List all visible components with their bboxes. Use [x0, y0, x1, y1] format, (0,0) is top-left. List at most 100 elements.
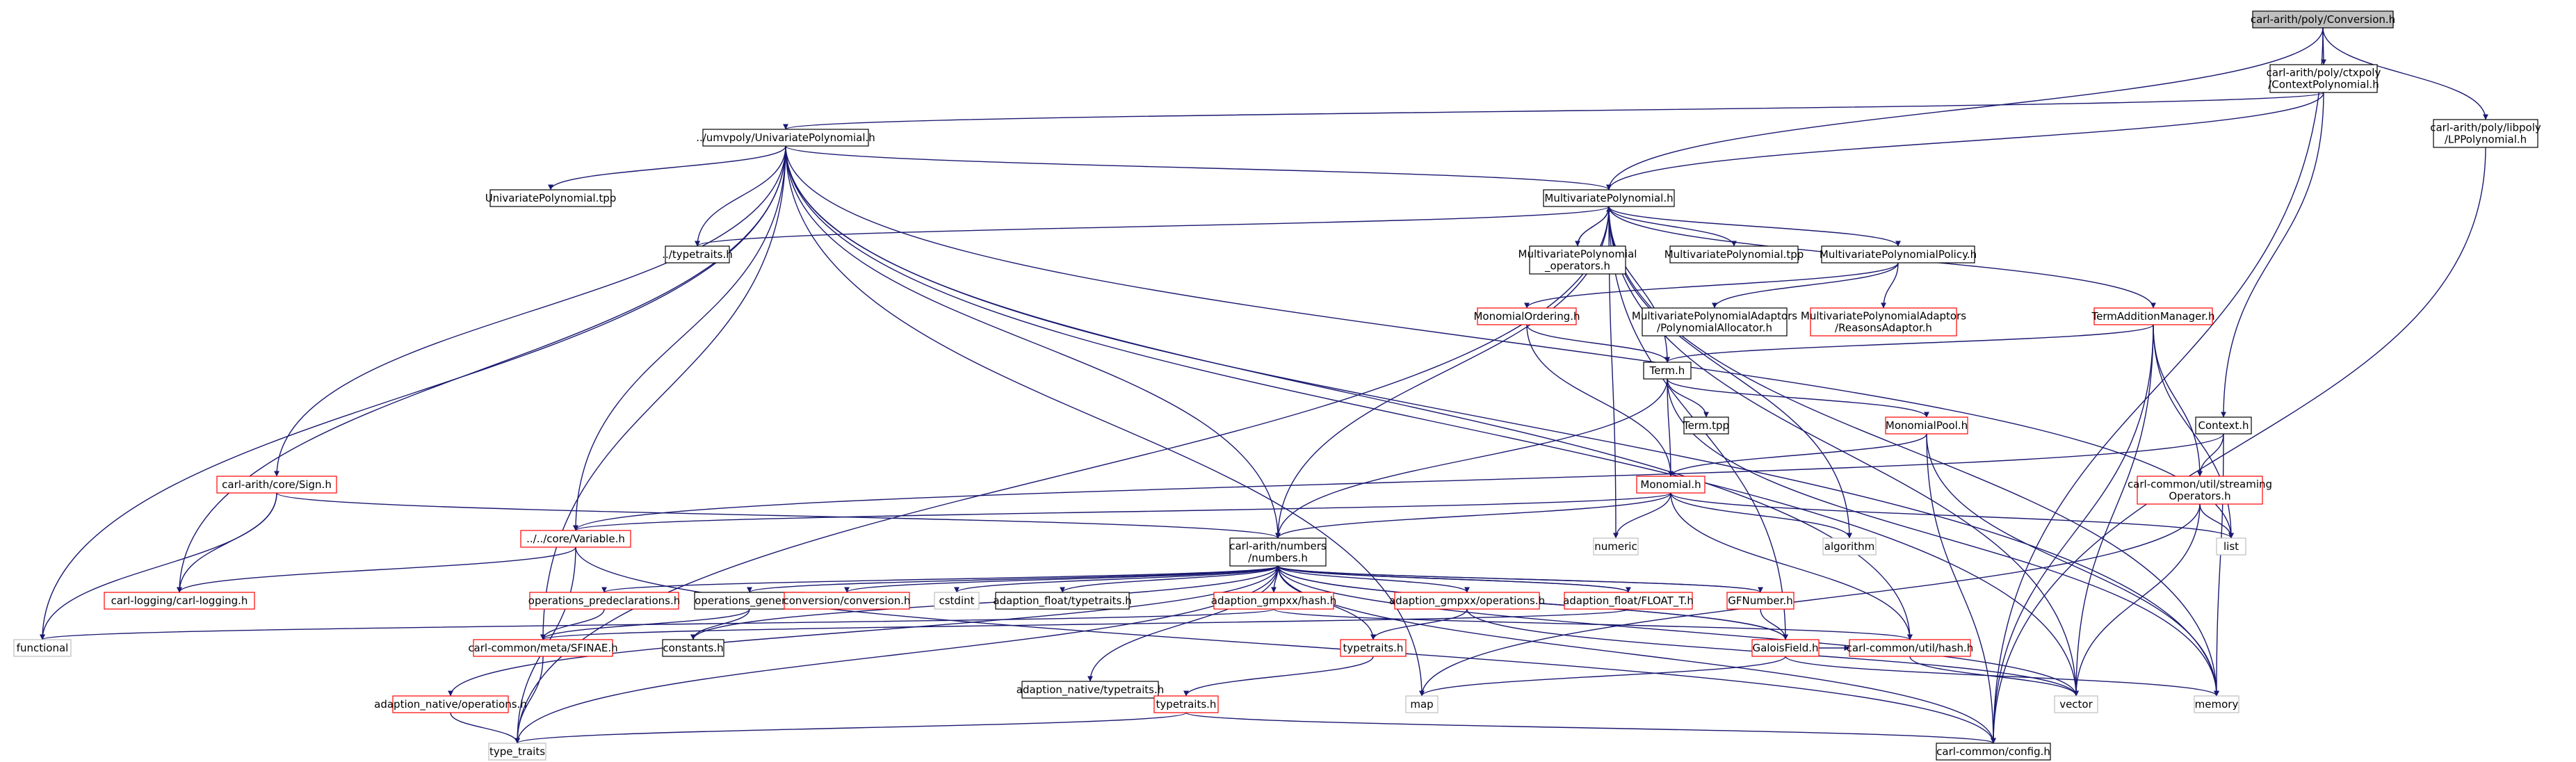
node-n8[interactable]: MultivariatePolynomial.tpp	[1664, 245, 1804, 264]
node-label: Operators.h	[2169, 490, 2230, 503]
include-edge-n9-n12	[1881, 262, 1899, 309]
include-edge-n20-n25	[1670, 492, 2234, 539]
node-label: type_traits	[489, 745, 545, 759]
node-n5[interactable]: UnivariatePolynomial.tpp	[485, 189, 617, 207]
node-n40[interactable]: carl-common/util/hash.h	[1847, 639, 1974, 657]
node-box	[1810, 307, 1957, 337]
node-n37[interactable]: carl-common/meta/SFINAE.h	[468, 639, 618, 657]
node-label: GFNumber.h	[1728, 594, 1792, 607]
node-label: Monomial.h	[1640, 478, 1701, 491]
include-edge-n3-n36	[40, 145, 786, 640]
node-label: carl-arith/numbers	[1229, 540, 1327, 553]
node-label: ../../core/Variable.h	[526, 533, 625, 545]
node-n46[interactable]: adaption_native/operations.h	[374, 695, 527, 713]
node-n42[interactable]: vector	[2054, 695, 2098, 713]
include-edge-n20-n22	[1275, 492, 1671, 539]
node-n16[interactable]: MonomialPool.h	[1885, 416, 1968, 435]
node-n4[interactable]: MultivariatePolynomial.h	[1543, 189, 1675, 207]
node-n14[interactable]: Term.h	[1643, 362, 1692, 380]
node-label: list	[2223, 540, 2239, 553]
node-n48[interactable]: type_traits	[488, 743, 546, 761]
node-n24[interactable]: algorithm	[1822, 537, 1877, 556]
node-label: adaption_native/operations.h	[374, 698, 527, 711]
node-n17[interactable]: Context.h	[2195, 416, 2252, 435]
node-n23[interactable]: numeric	[1593, 537, 1639, 556]
node-n41[interactable]: GaloisField.h	[1751, 639, 1820, 657]
node-n20[interactable]: Monomial.h	[1636, 476, 1706, 494]
node-n43[interactable]: memory	[2194, 695, 2239, 713]
node-n31[interactable]: adaption_float/typetraits.h	[993, 592, 1132, 610]
include-edge-n1-n3	[783, 92, 2324, 130]
node-n21[interactable]: ../../core/Variable.h	[520, 530, 631, 548]
node-box	[702, 129, 869, 147]
node-n27[interactable]: operations_predeclarations.h	[528, 592, 680, 610]
node-box	[2433, 119, 2538, 148]
node-n2[interactable]: carl-arith/poly/libpoly/LPPolynomial.h	[2430, 119, 2541, 148]
node-n44[interactable]: adaption_native/typetraits.h	[1016, 681, 1164, 699]
node-n49[interactable]: carl-common/config.h	[1936, 743, 2051, 761]
node-n7[interactable]: MultivariatePolynomial_operators.h	[1518, 245, 1637, 275]
node-n38[interactable]: constants.h	[662, 639, 724, 657]
node-n29[interactable]: conversion/conversion.h	[783, 592, 911, 610]
node-n13[interactable]: TermAdditionManager.h	[2091, 307, 2215, 325]
node-n30[interactable]: cstdint	[934, 592, 980, 610]
node-n3[interactable]: ../umvpoly/UnivariatePolynomial.h	[696, 129, 875, 147]
node-label: adaption_native/typetraits.h	[1016, 683, 1164, 697]
node-n33[interactable]: adaption_gmpxx/operations.h	[1389, 592, 1545, 610]
node-n32[interactable]: adaption_gmpxx/hash.h	[1211, 592, 1336, 610]
node-box	[1543, 189, 1675, 207]
node-n36[interactable]: functional	[13, 639, 72, 657]
node-box	[1642, 307, 1788, 337]
node-box	[1683, 416, 1729, 435]
node-label: MultivariatePolynomialAdaptors	[1632, 310, 1797, 323]
include-edge-n0-n49	[1991, 27, 2324, 744]
include-edge-n35-n41	[1760, 608, 1788, 640]
include-edge-n46-n48	[450, 712, 520, 744]
node-n19[interactable]: carl-arith/core/Sign.h	[216, 476, 337, 494]
include-edge-n21-n26	[177, 546, 576, 593]
node-n15[interactable]: Term.tpp	[1683, 416, 1729, 435]
node-n26[interactable]: carl-logging/carl-logging.h	[104, 592, 255, 610]
include-edge-n7-n4	[1577, 206, 1612, 247]
include-edge-n14-n22	[1275, 378, 1668, 539]
node-label: /PolynomialAllocator.h	[1657, 322, 1772, 334]
node-box	[1636, 476, 1706, 494]
include-edge-n16-n43	[1926, 433, 2219, 697]
include-edge-n22-n46	[448, 565, 1279, 697]
node-n22[interactable]: carl-arith/numbers/numbers.h	[1229, 537, 1327, 567]
node-n34[interactable]: adaption_float/FLOAT_T.h	[1563, 592, 1694, 610]
node-box	[13, 639, 72, 657]
include-edge-n3-n37	[540, 145, 786, 640]
node-n25[interactable]: list	[2216, 537, 2246, 556]
node-n10[interactable]: MonomialOrdering.h	[1473, 307, 1580, 325]
node-n35[interactable]: GFNumber.h	[1726, 592, 1795, 610]
node-label: carl-common/meta/SFINAE.h	[468, 642, 617, 654]
node-box	[216, 476, 337, 494]
include-edge-n9-n11	[1712, 262, 1899, 309]
node-box	[1153, 695, 1219, 713]
include-edge-n20-n23	[1613, 492, 1671, 539]
node-n6[interactable]: ../typetraits.h	[662, 245, 733, 264]
node-box	[489, 189, 612, 207]
node-box	[2195, 416, 2252, 435]
node-n39[interactable]: typetraits.h	[1340, 639, 1407, 657]
node-n1[interactable]: carl-arith/poly/ctxpoly/ContextPolynomia…	[2267, 64, 2381, 93]
node-box	[784, 592, 910, 610]
include-edge-n22-n44	[1087, 565, 1279, 682]
node-label: MonomialOrdering.h	[1473, 310, 1580, 323]
include-edge-n3-n45	[785, 145, 1425, 697]
node-label: carl-arith/core/Sign.h	[222, 478, 332, 491]
node-n45[interactable]: map	[1405, 695, 1439, 713]
node-n9[interactable]: MultivariatePolynomialPolicy.h	[1820, 245, 1977, 264]
include-edge-n47-n48	[515, 712, 1187, 744]
node-n12[interactable]: MultivariatePolynomialAdaptors/ReasonsAd…	[1801, 307, 1966, 337]
node-label: carl-common/config.h	[1936, 745, 2050, 758]
node-label: Context.h	[2198, 419, 2249, 432]
node-n47[interactable]: typetraits.h	[1153, 695, 1219, 713]
include-edge-n0-n4	[1606, 27, 2324, 190]
include-edge-n4-n8	[1608, 206, 1737, 247]
include-edge-n41-n45	[1419, 656, 1786, 697]
node-n0: carl-arith/poly/Conversion.h	[2251, 10, 2395, 29]
node-n11[interactable]: MultivariatePolynomialAdaptors/Polynomia…	[1632, 307, 1797, 337]
